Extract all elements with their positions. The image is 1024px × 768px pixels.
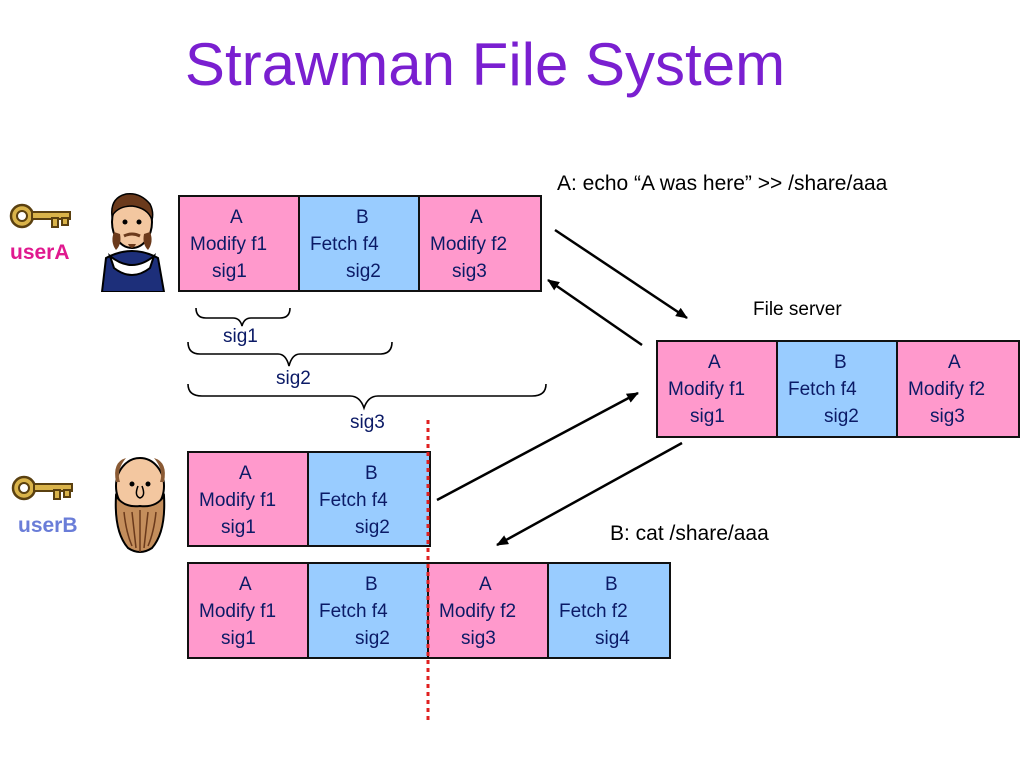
arrow-userb-to-server <box>436 391 639 502</box>
log-entry: B Fetch f4 sig2 <box>300 197 420 290</box>
entry-user: B <box>834 352 847 373</box>
brace-sig3 <box>187 383 547 411</box>
entry-user: A <box>230 207 243 228</box>
slide-title: Strawman File System <box>184 31 786 98</box>
entry-op: Fetch f4 <box>310 234 379 255</box>
shakespeare-portrait-icon <box>100 192 166 292</box>
log-entry: A Modify f1 sig1 <box>189 453 309 545</box>
entry-op: Modify f1 <box>668 379 746 400</box>
entry-sig: sig3 <box>461 628 496 649</box>
entry-user: B <box>605 574 618 595</box>
entry-op: Modify f1 <box>199 601 277 622</box>
entry-user: A <box>948 352 961 373</box>
file-server-label: File server <box>753 299 842 320</box>
arrow-usera-to-server <box>554 228 688 320</box>
command-b-caption: B: cat /share/aaa <box>610 522 769 545</box>
entry-user: A <box>470 207 483 228</box>
entry-sig: sig3 <box>452 261 487 282</box>
entry-sig: sig1 <box>221 517 256 538</box>
entry-sig: sig3 <box>930 406 965 427</box>
entry-user: B <box>356 207 369 228</box>
entry-sig: sig2 <box>346 261 381 282</box>
user-b-log-after: A Modify f1 sig1 B Fetch f4 sig2 A Modif… <box>187 562 671 659</box>
user-b-log-before: A Modify f1 sig1 B Fetch f4 sig2 <box>187 451 431 547</box>
entry-op: Modify f1 <box>199 490 277 511</box>
entry-user: A <box>239 574 252 595</box>
log-entry: A Modify f1 sig1 <box>658 342 778 436</box>
entry-sig: sig2 <box>355 517 390 538</box>
entry-op: Modify f2 <box>908 379 986 400</box>
brace-sig2 <box>187 341 393 367</box>
entry-user: A <box>479 574 492 595</box>
log-entry: B Fetch f4 sig2 <box>309 564 429 657</box>
log-entry: B Fetch f2 sig4 <box>549 564 669 657</box>
command-a-caption: A: echo “A was here” >> /share/aaa <box>557 172 888 195</box>
entry-sig: sig1 <box>212 261 247 282</box>
entry-sig: sig1 <box>690 406 725 427</box>
arrow-server-to-userb <box>496 441 683 547</box>
entry-op: Fetch f4 <box>319 490 388 511</box>
log-entry: A Modify f1 sig1 <box>180 197 300 290</box>
entry-op: Modify f1 <box>190 234 268 255</box>
entry-user: B <box>365 574 378 595</box>
user-b-label: userB <box>18 514 78 537</box>
brace-sig1 <box>195 307 291 327</box>
brace-label-sig1: sig1 <box>223 326 258 347</box>
entry-op: Fetch f4 <box>788 379 857 400</box>
log-entry: A Modify f1 sig1 <box>189 564 309 657</box>
log-entry: A Modify f2 sig3 <box>420 197 540 290</box>
entry-op: Fetch f4 <box>319 601 388 622</box>
entry-op: Modify f2 <box>439 601 517 622</box>
entry-sig: sig2 <box>824 406 859 427</box>
user-a-label: userA <box>10 241 70 264</box>
arrow-server-to-usera <box>547 278 643 347</box>
brace-label-sig2: sig2 <box>276 368 311 389</box>
entry-sig: sig1 <box>221 628 256 649</box>
brace-label-sig3: sig3 <box>350 412 385 433</box>
entry-user: B <box>365 463 378 484</box>
socrates-portrait-icon <box>114 457 166 553</box>
user-a-log: A Modify f1 sig1 B Fetch f4 sig2 A Modif… <box>178 195 542 292</box>
entry-sig: sig2 <box>355 628 390 649</box>
key-icon <box>11 475 73 501</box>
log-entry: A Modify f2 sig3 <box>898 342 1018 436</box>
entry-user: A <box>239 463 252 484</box>
key-icon <box>9 203 71 229</box>
log-entry: B Fetch f4 sig2 <box>778 342 898 436</box>
log-entry: A Modify f2 sig3 <box>429 564 549 657</box>
entry-user: A <box>708 352 721 373</box>
entry-op: Fetch f2 <box>559 601 628 622</box>
server-log: A Modify f1 sig1 B Fetch f4 sig2 A Modif… <box>656 340 1020 438</box>
entry-op: Modify f2 <box>430 234 508 255</box>
log-entry: B Fetch f4 sig2 <box>309 453 429 545</box>
entry-sig: sig4 <box>595 628 630 649</box>
